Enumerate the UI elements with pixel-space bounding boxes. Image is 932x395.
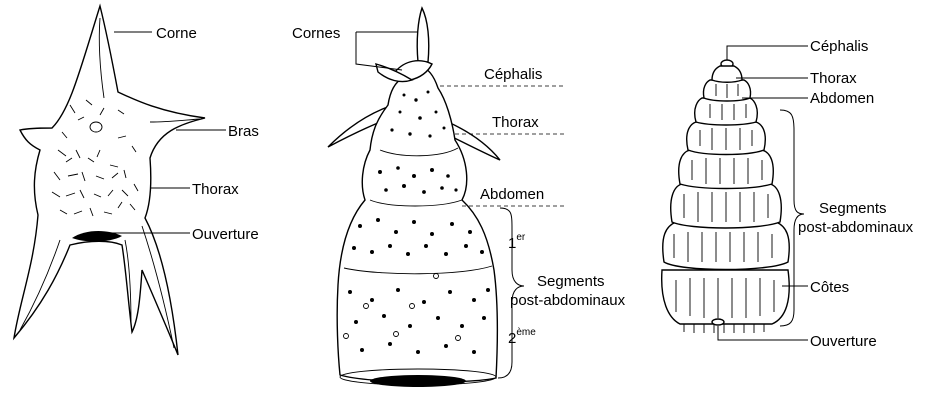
- figure2-label-cephalis: Céphalis: [484, 66, 542, 83]
- figure1-radiolarian: [14, 6, 205, 355]
- figure2-label-second: 2ème: [508, 327, 536, 347]
- figure1-label-corne: Corne: [156, 25, 197, 42]
- figure2-opening: [370, 375, 466, 387]
- figure3-opening: [712, 319, 724, 325]
- figure1-body: [14, 6, 205, 355]
- figure2-label-first: 1er: [508, 232, 526, 252]
- figure3-label-thorax: Thorax: [810, 70, 857, 87]
- figure3-spines: [684, 324, 764, 333]
- figure2-label-abdomen: Abdomen: [480, 186, 544, 203]
- figure2-radiolarian: [328, 8, 500, 387]
- figure3-label-segments-1: Segments: [819, 200, 887, 217]
- figure2-body: [337, 66, 497, 382]
- figure2-label-segments-2: post-abdominaux: [510, 292, 626, 309]
- figure3-radiolarian: [662, 60, 790, 333]
- figure1-label-ouverture: Ouverture: [192, 226, 259, 243]
- figure3-label-cotes: Côtes: [810, 279, 849, 296]
- figure3-label-cephalis: Céphalis: [810, 38, 868, 55]
- figure1-label-thorax: Thorax: [192, 181, 239, 198]
- figure3-label-ouverture: Ouverture: [810, 333, 877, 350]
- figure3-label-segments-2: post-abdominaux: [798, 219, 914, 236]
- figure2-label-cornes: Cornes: [292, 25, 340, 42]
- figure2-label-segments-1: Segments: [537, 273, 605, 290]
- figure2-apical-horn: [417, 8, 429, 62]
- figure2-label-thorax: Thorax: [492, 114, 539, 131]
- figure3-label-abdomen: Abdomen: [810, 90, 874, 107]
- figure1-label-bras: Bras: [228, 123, 259, 140]
